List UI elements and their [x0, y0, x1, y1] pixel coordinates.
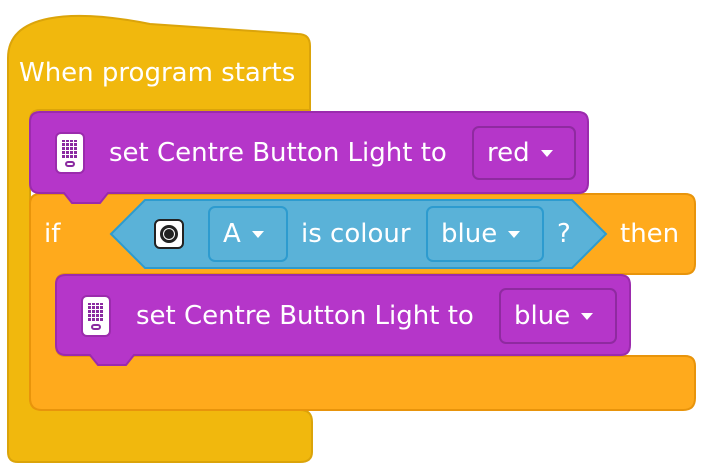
chevron-down-icon: [508, 230, 521, 238]
light-color-value-2: blue: [514, 301, 571, 331]
then-label: then: [620, 219, 680, 249]
sensor-color-dropdown[interactable]: blue: [426, 206, 544, 262]
question-mark: ?: [557, 219, 571, 249]
chevron-down-icon: [540, 149, 553, 157]
is-colour-label: is colour: [301, 219, 411, 249]
chevron-down-icon: [251, 230, 264, 238]
chevron-down-icon: [581, 312, 594, 320]
set-light-1-label: set Centre Button Light to: [109, 138, 447, 168]
color-sensor-icon: [154, 219, 184, 249]
light-color-dropdown-1[interactable]: red: [472, 126, 576, 180]
light-color-value-1: red: [487, 138, 530, 168]
port-dropdown[interactable]: A: [208, 206, 288, 262]
hub-icon: [57, 134, 83, 172]
port-value: A: [223, 219, 241, 249]
set-light-block-2-shape[interactable]: [55, 274, 631, 366]
event-block-label: When program starts: [19, 58, 296, 88]
hub-icon: [83, 297, 109, 335]
light-color-dropdown-2[interactable]: blue: [499, 288, 617, 344]
set-light-2-label: set Centre Button Light to: [136, 301, 474, 331]
if-label: if: [44, 219, 61, 249]
sensor-color-value: blue: [441, 219, 498, 249]
set-light-block-1-shape[interactable]: [29, 111, 589, 204]
